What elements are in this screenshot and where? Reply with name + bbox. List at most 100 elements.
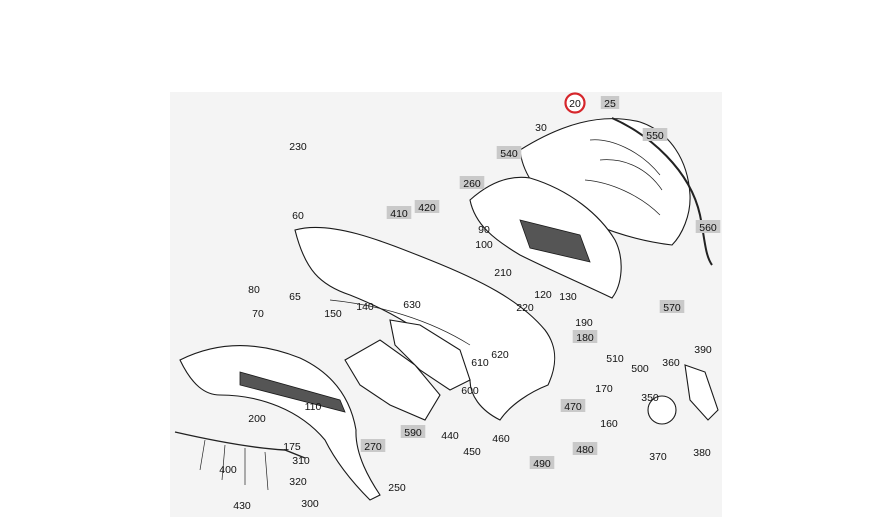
- callout-90: 90: [478, 224, 490, 236]
- callout-label: 550: [646, 130, 664, 142]
- callout-430: 430: [233, 500, 251, 512]
- callout-label: 440: [441, 430, 459, 442]
- callout-480: 480: [572, 442, 598, 456]
- callout-label: 150: [324, 308, 342, 320]
- callout-label: 320: [289, 476, 307, 488]
- callout-label: 80: [248, 284, 260, 296]
- callout-150: 150: [324, 308, 342, 320]
- callout-25: 25: [600, 96, 620, 110]
- callout-230: 230: [289, 141, 307, 153]
- callout-label: 210: [494, 267, 512, 279]
- callout-label: 630: [403, 299, 421, 311]
- callout-label: 100: [475, 239, 493, 251]
- callout-label: 25: [604, 98, 616, 110]
- callout-400: 400: [219, 464, 237, 476]
- callout-label: 450: [463, 446, 481, 458]
- callout-box: [360, 439, 386, 452]
- callout-label: 360: [662, 357, 680, 369]
- callout-270: 270: [360, 439, 386, 453]
- callout-570: 570: [659, 300, 685, 314]
- part-590-600-brackets: [344, 319, 471, 421]
- callout-300: 300: [301, 498, 319, 510]
- callout-box: [386, 206, 412, 219]
- callout-510: 510: [606, 353, 624, 365]
- part-400-wiring-harness: [174, 431, 306, 491]
- callout-layer: 20 25 30 550 540 260 230 410 420 90 100 560 60 210 80 6…: [219, 92, 721, 512]
- callout-260: 260: [459, 176, 485, 190]
- callout-label: 250: [388, 482, 406, 494]
- callout-label: 60: [292, 210, 304, 222]
- callout-label: 170: [595, 383, 613, 395]
- callout-120: 120: [534, 289, 552, 301]
- callout-label: 490: [533, 458, 551, 470]
- callout-label: 220: [516, 302, 534, 314]
- callout-30: 30: [535, 122, 547, 134]
- callout-circle-highlight: [564, 92, 586, 114]
- callout-420: 420: [414, 200, 440, 214]
- callout-550: 550: [642, 128, 668, 142]
- callout-label: 410: [390, 208, 408, 220]
- callout-620: 620: [491, 349, 509, 361]
- callout-label: 480: [576, 444, 594, 456]
- callout-label: 470: [564, 401, 582, 413]
- callout-box: [642, 128, 668, 141]
- callout-560: 560: [695, 220, 721, 234]
- callout-380: 380: [693, 447, 711, 459]
- callout-320: 320: [289, 476, 307, 488]
- callout-310: 310: [292, 455, 310, 467]
- callout-label: 460: [492, 433, 510, 445]
- callout-label: 70: [252, 308, 264, 320]
- part-550-trim-strip: [611, 117, 713, 266]
- callout-label: 390: [694, 344, 712, 356]
- callout-label: 160: [600, 418, 618, 430]
- callout-140: 140: [356, 301, 374, 313]
- callout-label: 190: [575, 317, 593, 329]
- callout-box: [400, 425, 426, 438]
- callout-20: 20: [564, 92, 586, 114]
- callout-box: [529, 456, 555, 469]
- callout-label: 180: [576, 332, 594, 344]
- callout-label: 400: [219, 464, 237, 476]
- callout-label: 610: [471, 357, 489, 369]
- callout-70: 70: [252, 308, 264, 320]
- callout-label: 270: [364, 441, 382, 453]
- callout-box: [560, 399, 586, 412]
- callout-label: 90: [478, 224, 490, 236]
- callout-170: 170: [595, 383, 613, 395]
- callout-label: 110: [305, 401, 322, 413]
- callout-label: 300: [301, 498, 319, 510]
- callout-label: 175: [283, 441, 301, 453]
- callout-410: 410: [386, 206, 412, 220]
- callout-500: 500: [631, 363, 649, 375]
- callout-440: 440: [441, 430, 459, 442]
- callout-label: 140: [356, 301, 374, 313]
- callout-630: 630: [403, 299, 421, 311]
- callout-390: 390: [694, 344, 712, 356]
- callout-label: 310: [292, 455, 310, 467]
- callout-box: [496, 146, 522, 159]
- callout-box: [414, 200, 440, 213]
- callout-label: 130: [559, 291, 577, 303]
- callout-label: 540: [500, 148, 518, 160]
- callout-65: 65: [289, 291, 301, 303]
- callout-label: 500: [631, 363, 649, 375]
- callout-60: 60: [292, 210, 304, 222]
- callout-box: [695, 220, 721, 233]
- callout-160: 160: [600, 418, 618, 430]
- callout-490: 490: [529, 456, 555, 470]
- callout-label: 420: [418, 202, 436, 214]
- callout-label: 380: [693, 447, 711, 459]
- part-main-bumper-skin: [294, 226, 556, 421]
- callout-box: [459, 176, 485, 189]
- callout-label: 510: [606, 353, 624, 365]
- callout-label: 20: [569, 98, 581, 110]
- part-350-sensor: [647, 395, 677, 425]
- callout-130: 130: [559, 291, 577, 303]
- callout-200: 200: [248, 413, 266, 425]
- callout-175: 175: [283, 441, 301, 453]
- callout-box: [659, 300, 685, 313]
- callout-370: 370: [649, 451, 667, 463]
- callout-label: 600: [461, 385, 479, 397]
